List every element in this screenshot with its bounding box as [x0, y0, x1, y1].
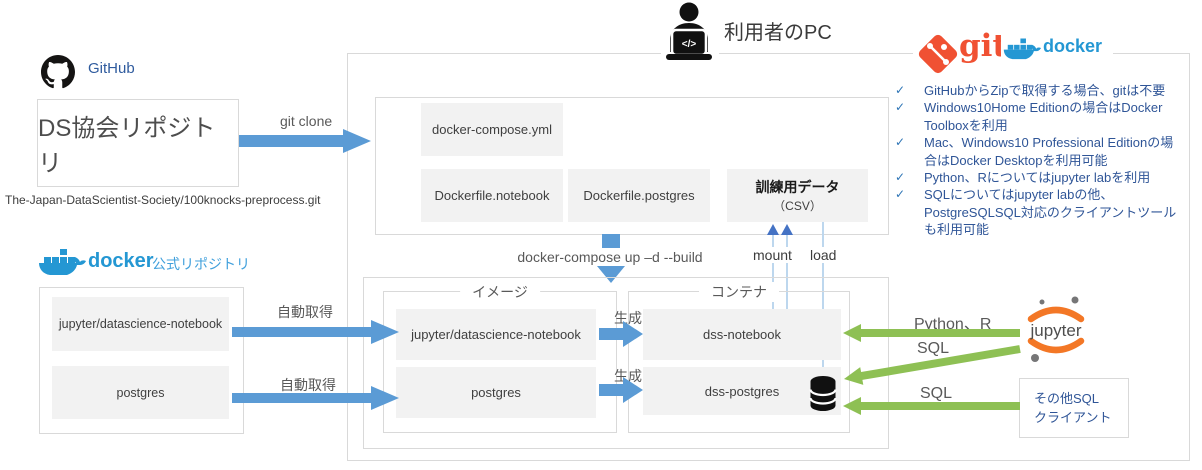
containers-group-label: コンテナ — [699, 282, 779, 302]
check-icon: ✓ — [895, 135, 906, 150]
check-icon: ✓ — [895, 100, 906, 115]
compose-arrow-shaft — [602, 234, 620, 248]
images-group-label: イメージ — [460, 282, 540, 302]
python-r-label: Python、R — [914, 316, 992, 333]
docker-logo-wrap-top: docker — [1001, 33, 1113, 61]
file-docker-compose: docker-compose.yml — [421, 103, 563, 156]
mount-arrowhead-2 — [781, 224, 793, 235]
jupyter-wordmark: jupyter — [1029, 321, 1081, 340]
user-laptop-icon: </> — [666, 2, 712, 60]
git-wordmark: git — [959, 28, 1007, 64]
git-logo-wrap: git — [913, 28, 1007, 76]
note-text: GitHubからZipで取得する場合、gitは不要 — [924, 83, 1166, 98]
notes-list: ✓ GitHubからZipで取得する場合、gitは不要 ✓ Windows10H… — [895, 82, 1188, 239]
image-item-postgres-label: postgres — [471, 385, 521, 400]
sql-client-line2: クライアント — [1034, 410, 1112, 425]
check-icon: ✓ — [895, 83, 906, 97]
containers-group-box: コンテナ — [628, 282, 850, 433]
training-data-sub: （CSV） — [773, 199, 822, 213]
project-files-box — [375, 97, 889, 235]
database-icon — [809, 376, 837, 411]
mount-arrowhead-1 — [767, 224, 779, 235]
note-item: ✓ GitHubからZipで取得する場合、gitは不要 — [895, 82, 1188, 99]
load-line — [822, 222, 824, 367]
docker-runtime-box — [363, 277, 889, 449]
docker-whale-icon-left — [39, 249, 86, 275]
sql-jupyter-label: SQL — [917, 340, 950, 357]
hub-item-postgres: postgres — [52, 366, 229, 419]
file-docker-compose-label: docker-compose.yml — [432, 122, 552, 137]
git-icon — [918, 34, 958, 74]
mount-line-1 — [772, 235, 774, 309]
ds-repo-label: DS協会リポジトリ — [38, 115, 216, 177]
user-icon-wrap: </> — [661, 2, 719, 62]
github-brand-label: GitHub — [88, 60, 135, 77]
note-item: ✓ Python、Rについてはjupyter labを利用 — [895, 169, 1188, 186]
jupyter-icon: jupyter — [1027, 296, 1085, 362]
note-text: Python、Rについてはjupyter labを利用 — [924, 170, 1151, 186]
note-text: Windows10Home Editionの場合はDocker Toolboxを… — [924, 100, 1163, 133]
fetch-arrow-2 — [232, 386, 399, 410]
sql-jupyter-arrow — [844, 345, 1021, 385]
sql-client-box: その他SQL クライアント — [1019, 378, 1129, 438]
load-label: load — [807, 247, 840, 263]
file-dockerfile-notebook-label: Dockerfile.notebook — [434, 188, 550, 203]
fetch-label-2: 自動取得 — [280, 377, 336, 393]
fetch-arrow-1 — [232, 320, 399, 344]
note-item: ✓ Windows10Home Editionの場合はDocker Toolbo… — [895, 99, 1188, 134]
note-text: Mac、Windows10 Professional Editionの場合はDo… — [924, 135, 1174, 168]
dockerhub-box — [39, 287, 244, 434]
mount-label: mount — [750, 247, 795, 263]
container-item-postgres-label: dss-postgres — [704, 383, 780, 399]
file-dockerfile-postgres-label: Dockerfile.postgres — [583, 188, 695, 203]
sql-client-line1: その他SQL — [1034, 391, 1100, 406]
container-item-notebook: dss-notebook — [643, 309, 841, 360]
user-pc-title: 利用者のPC — [724, 22, 832, 44]
ds-repo-box: DS協会リポジトリ — [37, 99, 239, 187]
compose-arrow-head — [597, 266, 625, 283]
note-text: SQLについてはjupyter labの他、PostgreSQLSQL対応のクラ… — [924, 187, 1177, 238]
note-item: ✓ SQLについてはjupyter labの他、PostgreSQLSQL対応の… — [895, 186, 1188, 238]
generate-arrow-2 — [599, 377, 643, 403]
compose-command-label: docker-compose up –d --build — [517, 249, 703, 265]
image-item-notebook: jupyter/datascience-notebook — [396, 309, 596, 360]
training-data-box: 訓練用データ （CSV） — [727, 169, 868, 222]
container-item-notebook-label: dss-notebook — [702, 327, 782, 342]
check-icon: ✓ — [895, 170, 906, 185]
dockerhub-label: 公式リポジトリ — [152, 256, 250, 272]
docker-wordmark-left: docker — [88, 250, 154, 272]
hub-item-postgres-label: postgres — [116, 385, 165, 400]
user-pc-box — [347, 53, 1190, 461]
git-clone-label: git clone — [280, 113, 333, 129]
container-item-postgres: dss-postgres — [643, 367, 841, 415]
repo-path-text: The-Japan-DataScientist-Society/100knock… — [5, 193, 321, 207]
sql-client-label: SQL — [920, 385, 953, 402]
fetch-label-1: 自動取得 — [277, 304, 333, 320]
generate-label-1: 生成 — [614, 310, 642, 326]
git-clone-arrow — [239, 129, 371, 153]
generate-label-2: 生成 — [614, 368, 642, 384]
mount-line-2 — [786, 235, 788, 309]
github-icon — [41, 55, 75, 89]
check-icon: ✓ — [895, 187, 906, 202]
sql-client-arrow — [843, 397, 1020, 415]
hub-item-notebook-label: jupyter/datascience-notebook — [58, 317, 223, 331]
svg-text:</>: </> — [682, 39, 697, 50]
image-item-notebook-label: jupyter/datascience-notebook — [411, 327, 581, 342]
generate-arrow-1 — [599, 321, 643, 347]
python-r-arrow — [843, 324, 1020, 342]
docker-whale-icon-top — [1003, 38, 1041, 60]
training-data-title: 訓練用データ — [755, 179, 840, 195]
note-item: ✓ Mac、Windows10 Professional Editionの場合は… — [895, 134, 1188, 169]
docker-wordmark-top: docker — [1043, 36, 1103, 56]
file-dockerfile-postgres: Dockerfile.postgres — [568, 169, 710, 222]
file-dockerfile-notebook: Dockerfile.notebook — [421, 169, 563, 222]
images-group-box: イメージ — [383, 282, 617, 433]
image-item-postgres: postgres — [396, 367, 596, 418]
hub-item-notebook: jupyter/datascience-notebook — [52, 297, 229, 351]
